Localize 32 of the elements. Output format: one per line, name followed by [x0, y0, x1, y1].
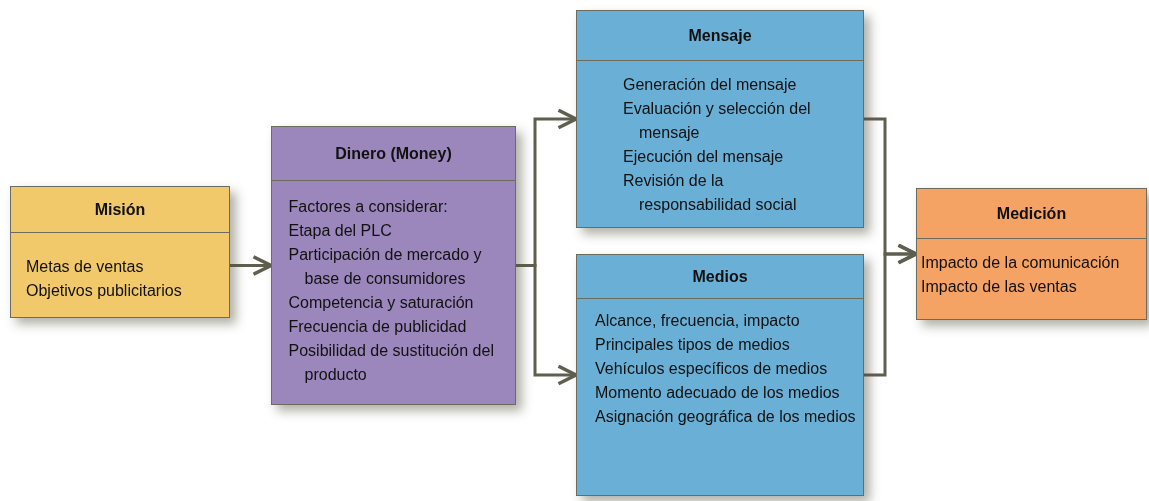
list-item: Participación de mercado y base de consumidores: [288, 245, 483, 289]
list-item: Vehículos específicos de medios: [595, 359, 829, 379]
box-heading: Medios: [577, 255, 863, 299]
process-box: [271, 126, 516, 405]
list-item: Frecuencia de publicidad: [288, 317, 468, 337]
list-item: Factores a considerar:: [288, 197, 449, 217]
process-box: [10, 186, 230, 318]
list-item: Principales tipos de medios: [595, 335, 791, 355]
arrow: [230, 255, 273, 276]
list-item: Competencia y saturación: [288, 293, 475, 313]
list-item: Impacto de la comunicación: [921, 253, 1121, 273]
list-item: Metas de ventas: [26, 257, 145, 277]
list-item: Evaluación y selección del mensaje: [623, 99, 812, 143]
list-item: Ejecución del mensaje: [623, 147, 785, 167]
process-box: [916, 188, 1147, 320]
list-item: Revisión de la responsabilidad social: [623, 171, 798, 215]
list-item: Momento adecuado de los medios: [595, 383, 841, 403]
box-heading: Dinero (Money): [272, 127, 515, 181]
list-item: Posibilidad de sustitución del producto: [288, 341, 495, 385]
list-item: Asignación geográfica de los medios: [595, 407, 857, 427]
process-box: [576, 10, 864, 228]
arrow: [516, 264, 578, 386]
process-box: [576, 254, 864, 496]
list-item: Alcance, frecuencia, impacto: [595, 311, 801, 331]
list-item: Objetivos publicitarios: [26, 281, 183, 301]
box-heading: Medición: [917, 189, 1146, 239]
box-heading: Misión: [11, 187, 229, 233]
box-heading: Mensaje: [577, 11, 863, 61]
arrow: [864, 243, 918, 377]
list-item: Generación del mensaje: [623, 75, 798, 95]
list-item: Etapa del PLC: [288, 221, 393, 241]
list-item: Impacto de las ventas: [921, 277, 1078, 297]
